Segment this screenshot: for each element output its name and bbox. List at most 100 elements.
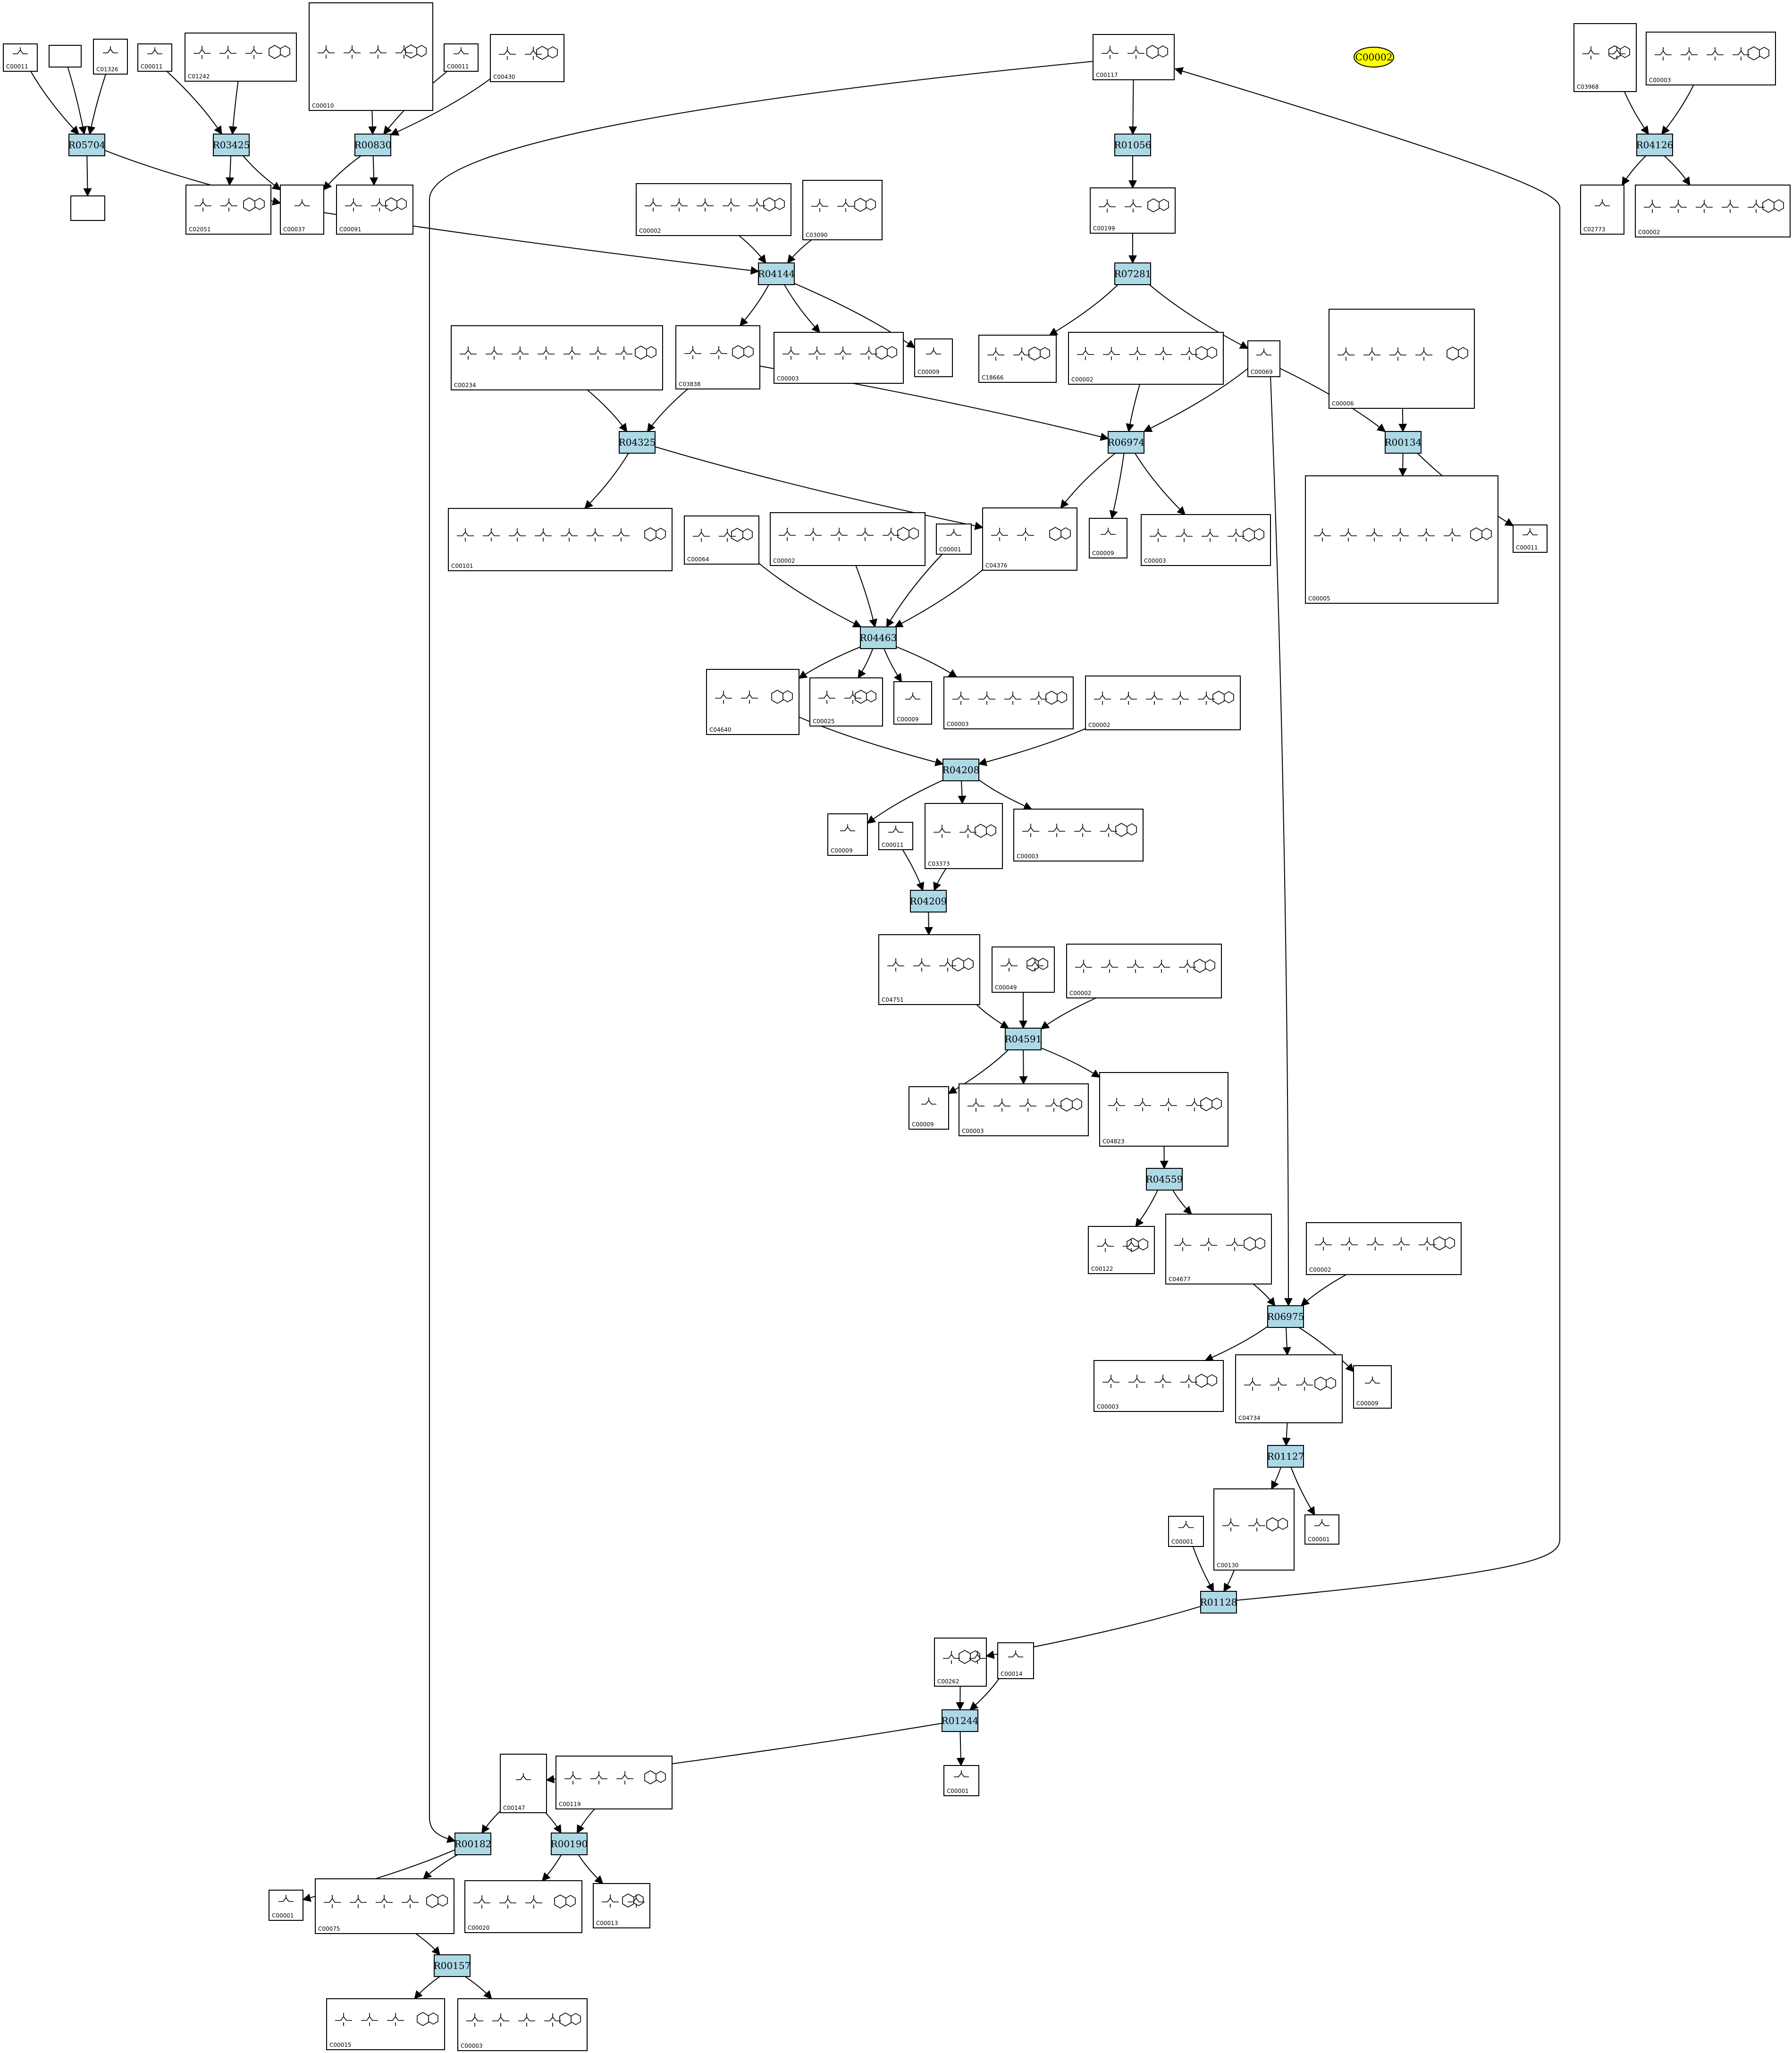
compound-box[interactable]	[893, 681, 932, 725]
reaction-node-r01127[interactable]: R01127	[1267, 1445, 1304, 1468]
compound-box[interactable]	[770, 512, 925, 566]
reaction-node-r07281[interactable]: R07281	[1114, 262, 1152, 285]
compound-node[interactable]: C04823	[1099, 1072, 1228, 1147]
compound-node[interactable]: C03090	[802, 180, 883, 240]
compound-box[interactable]	[1353, 1365, 1392, 1409]
compound-box[interactable]	[93, 39, 128, 75]
compound-box[interactable]	[1066, 944, 1222, 998]
compound-node[interactable]: C00009	[827, 813, 868, 856]
compound-node[interactable]: C00430	[490, 34, 564, 82]
compound-node[interactable]: C00011	[878, 822, 913, 850]
reaction-box[interactable]	[551, 1833, 588, 1855]
compound-box[interactable]	[809, 677, 883, 727]
compound-box[interactable]	[280, 185, 324, 235]
compound-box[interactable]	[1235, 1354, 1343, 1423]
compound-node[interactable]: C00001	[936, 524, 972, 555]
compound-box[interactable]	[70, 195, 105, 221]
compound-node[interactable]: C00011	[444, 43, 479, 72]
compound-box[interactable]	[878, 934, 980, 1005]
reaction-box[interactable]	[1146, 1168, 1183, 1191]
reaction-node-r04559[interactable]: R04559	[1146, 1168, 1183, 1191]
reaction-box[interactable]	[1636, 134, 1673, 156]
compound-node[interactable]	[70, 195, 105, 221]
compound-box[interactable]	[185, 185, 271, 235]
compound-node[interactable]: C00101	[448, 508, 673, 571]
reaction-node-r04463[interactable]: R04463	[860, 626, 897, 649]
reaction-node-r04208[interactable]: R04208	[942, 759, 980, 781]
compound-node[interactable]: C01242	[185, 33, 297, 82]
reaction-node-r01128[interactable]: R01128	[1200, 1591, 1237, 1614]
compound-node[interactable]: C01326	[93, 39, 128, 75]
reaction-box[interactable]	[1005, 1028, 1042, 1050]
compound-box[interactable]	[1329, 309, 1475, 409]
compound-node[interactable]: C00091	[336, 185, 413, 235]
compound-node[interactable]: C00011	[137, 43, 172, 72]
compound-node[interactable]: C00003	[1646, 32, 1776, 85]
compound-box[interactable]	[706, 669, 799, 735]
compound-node[interactable]: C00002	[1066, 944, 1222, 998]
reaction-box[interactable]	[910, 890, 947, 912]
compound-box[interactable]	[997, 1642, 1034, 1679]
compound-node[interactable]: C02773	[1580, 185, 1624, 235]
reaction-box[interactable]	[454, 1833, 491, 1855]
compound-box[interactable]	[137, 43, 172, 72]
compound-box[interactable]	[802, 180, 883, 240]
compound-node[interactable]: C00003	[943, 676, 1074, 729]
compound-box[interactable]	[1573, 23, 1637, 92]
reaction-node-r00830[interactable]: R00830	[354, 134, 392, 156]
compound-node[interactable]: C00001	[943, 1765, 979, 1796]
compound-node[interactable]: C00122	[1088, 1226, 1155, 1274]
compound-node[interactable]: C00003	[959, 1083, 1089, 1136]
compound-box[interactable]	[1165, 1214, 1272, 1284]
compound-box[interactable]	[1141, 514, 1271, 566]
compound-node[interactable]: C00199	[1090, 187, 1176, 234]
reaction-node-r04209[interactable]: R04209	[910, 890, 947, 912]
compound-node[interactable]: C03838	[675, 325, 760, 389]
reaction-box[interactable]	[619, 431, 656, 454]
compound-box[interactable]	[1306, 1222, 1462, 1275]
compound-box[interactable]	[636, 183, 791, 236]
reaction-box[interactable]	[1200, 1591, 1237, 1614]
compound-box[interactable]	[490, 34, 564, 82]
reaction-box[interactable]	[758, 262, 795, 285]
compound-node[interactable]: C00037	[280, 185, 324, 235]
reaction-box[interactable]	[213, 134, 250, 156]
reaction-box[interactable]	[1114, 134, 1151, 156]
compound-box[interactable]	[1213, 1488, 1295, 1571]
reaction-node-r04325[interactable]: R04325	[619, 431, 656, 454]
compound-box[interactable]	[1247, 340, 1280, 377]
compound-node[interactable]: C00003	[1141, 514, 1271, 566]
compound-node[interactable]: C00002	[1068, 332, 1224, 385]
compound-node[interactable]: C00006	[1329, 309, 1475, 409]
compound-box[interactable]	[315, 1878, 454, 1934]
compound-node[interactable]: C00002	[1635, 185, 1791, 237]
compound-node[interactable]: C04751	[878, 934, 980, 1005]
compound-node[interactable]: C02051	[185, 185, 271, 235]
compound-node[interactable]: C18666	[978, 335, 1057, 383]
compound-node[interactable]: C04677	[1165, 1214, 1272, 1284]
compound-box[interactable]	[457, 1998, 588, 2051]
reaction-node-r06974[interactable]: R06974	[1108, 431, 1145, 454]
compound-node[interactable]: C00003	[1094, 1360, 1224, 1412]
compound-node[interactable]: C00005	[1305, 475, 1498, 604]
compound-node[interactable]: C00069	[1247, 340, 1280, 377]
reaction-box[interactable]	[942, 759, 979, 781]
compound-node[interactable]: C00147	[500, 1754, 547, 1813]
compound-box[interactable]	[309, 2, 433, 111]
reaction-box[interactable]	[354, 134, 391, 156]
compound-box[interactable]	[500, 1754, 547, 1813]
compound-box[interactable]	[451, 325, 663, 390]
compound-node[interactable]: C04734	[1235, 1354, 1343, 1423]
reaction-box[interactable]	[1267, 1305, 1304, 1328]
compound-box[interactable]	[49, 45, 82, 68]
compound-box[interactable]	[1305, 475, 1498, 604]
compound-node[interactable]: C00014	[997, 1642, 1034, 1679]
compound-box[interactable]	[1089, 518, 1127, 558]
reaction-box[interactable]	[860, 626, 897, 649]
compound-node[interactable]: C00001	[269, 1890, 303, 1921]
compound-node[interactable]: C00002	[1085, 676, 1241, 730]
compound-node[interactable]: C00009	[1089, 518, 1127, 558]
reaction-node-r00134[interactable]: R00134	[1385, 431, 1422, 454]
compound-node[interactable]: C00003	[1013, 809, 1144, 862]
compound-box[interactable]	[909, 1086, 949, 1130]
